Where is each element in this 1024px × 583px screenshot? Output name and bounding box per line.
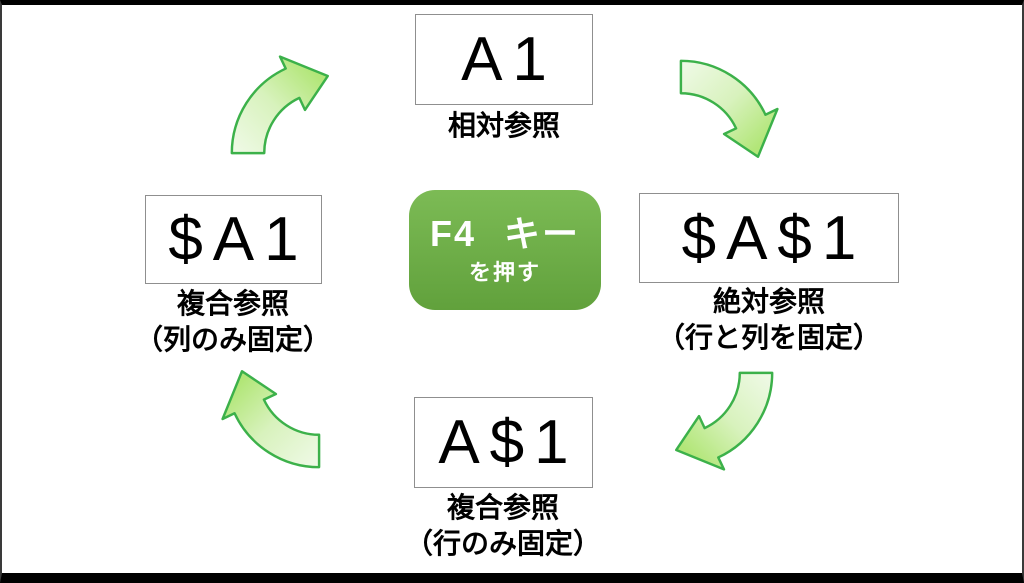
- node-absolute-reference-label: 絶対参照 （行と列を固定）: [609, 284, 929, 356]
- curved-arrow-top-to-right-icon: [679, 59, 779, 158]
- curved-arrow-right-to-bottom-icon: [675, 371, 774, 471]
- node-mixed-row-fixed-box: A$1: [414, 397, 593, 488]
- cell-reference-text: $A$1: [681, 203, 867, 273]
- label-line: 複合参照: [176, 288, 289, 319]
- cell-reference-text: A1: [461, 25, 557, 94]
- node-relative-reference-box: A1: [415, 14, 593, 105]
- label-line: 絶対参照: [712, 286, 825, 317]
- f4-press-label: を押す: [468, 260, 541, 285]
- label-line: 複合参照: [446, 492, 559, 523]
- cell-reference-text: A$1: [438, 408, 579, 477]
- node-absolute-reference-box: $A$1: [639, 193, 899, 283]
- sublabel-line: （行と列を固定）: [656, 322, 881, 353]
- node-mixed-row-fixed-label: 複合参照 （行のみ固定）: [343, 490, 663, 562]
- node-mixed-column-fixed-box: $A1: [145, 195, 322, 284]
- cell-reference-text: $A1: [168, 205, 309, 274]
- f4-key-button: F4 キー を押す: [409, 190, 601, 310]
- node-relative-reference-label: 相対参照: [447, 110, 560, 141]
- sublabel-line: （行のみ固定）: [404, 528, 601, 559]
- f4-key-label: F4 キー: [429, 213, 580, 254]
- sublabel-line: （列のみ固定）: [134, 324, 331, 355]
- curved-arrow-bottom-to-left-icon: [221, 370, 321, 469]
- curved-arrow-left-to-top-icon: [230, 55, 329, 155]
- node-mixed-column-fixed-label: 複合参照 （列のみ固定）: [73, 286, 393, 358]
